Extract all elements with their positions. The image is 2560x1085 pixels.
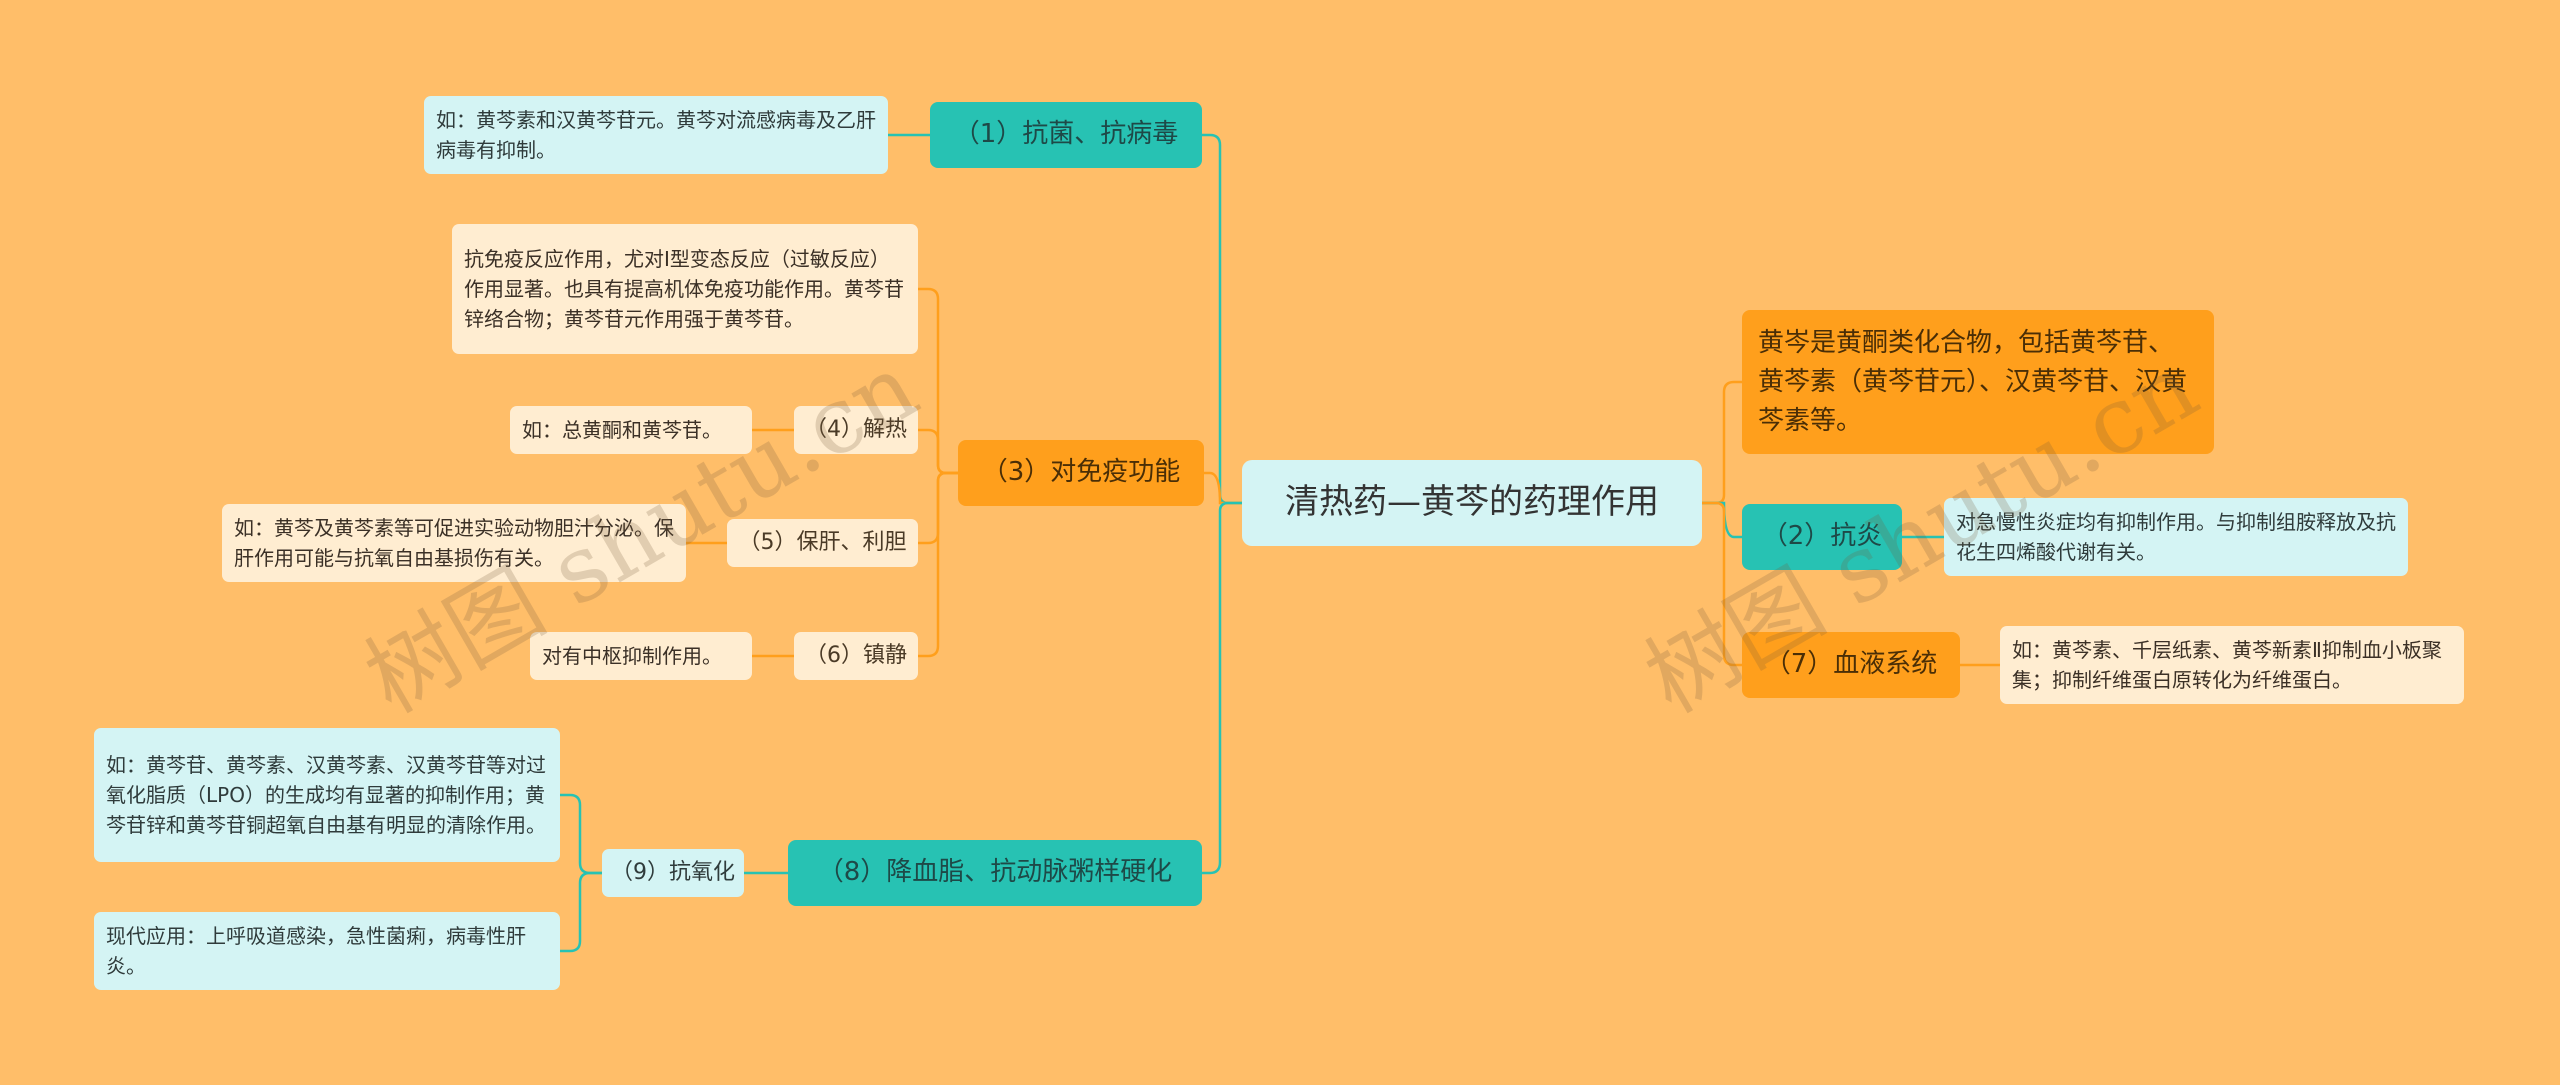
note-anti-inflammatory[interactable]: 对急慢性炎症均有抑制作用。与抑制组胺释放及抗花生四烯酸代谢有关。 — [1944, 498, 2408, 576]
note-antioxidant[interactable]: 如：黄芩苷、黄芩素、汉黄芩素、汉黄芩苷等对过氧化脂质（LPO）的生成均有显著的抑… — [94, 728, 560, 862]
sub-antipyretic[interactable]: （4）解热 — [794, 406, 918, 454]
link-s9-note2 — [558, 871, 604, 953]
link-root-b2 — [1700, 501, 1744, 539]
note-liver-gallbladder[interactable]: 如：黄芩及黄芩素等可促进实验动物胆汁分泌。保肝作用可能与抗氧自由基损伤有关。 — [222, 504, 686, 582]
branch-immune-function[interactable]: （3）对免疫功能 — [958, 440, 1204, 506]
note-blood-system[interactable]: 如：黄芩素、千层纸素、黄芩新素Ⅱ抑制血小板聚集；抑制纤维蛋白原转化为纤维蛋白。 — [2000, 626, 2464, 704]
link-root-b1 — [1200, 133, 1244, 505]
note-antibacterial-antiviral[interactable]: 如：黄芩素和汉黄芩苷元。黄芩对流感病毒及乙肝病毒有抑制。 — [424, 96, 888, 174]
link-root-b8 — [1200, 501, 1244, 875]
note-sedative[interactable]: 对有中枢抑制作用。 — [530, 632, 752, 680]
branch-lipid-lowering[interactable]: （8）降血脂、抗动脉粥样硬化 — [788, 840, 1202, 906]
branch-antibacterial-antiviral[interactable]: （1）抗菌、抗病毒 — [930, 102, 1202, 168]
link-root-b7 — [1700, 501, 1744, 667]
branch-blood-system[interactable]: （7）血液系统 — [1742, 632, 1960, 698]
link-s9-note1 — [558, 793, 604, 875]
link-b3-s6 — [916, 471, 960, 658]
root-topic[interactable]: 清热药—黄芩的药理作用 — [1242, 460, 1702, 546]
note-immune-function[interactable]: 抗免疫反应作用，尤对I型变态反应（过敏反应）作用显著。也具有提高机体免疫功能作用… — [452, 224, 918, 354]
link-root-b3 — [1202, 471, 1244, 505]
link-b3-s4 — [916, 428, 960, 475]
branch-anti-inflammatory[interactable]: （2）抗炎 — [1742, 504, 1902, 570]
sub-sedative[interactable]: （6）镇静 — [794, 632, 918, 680]
link-root-intro — [1700, 380, 1744, 505]
sub-antioxidant[interactable]: （9）抗氧化 — [602, 849, 744, 897]
note-antipyretic[interactable]: 如：总黄酮和黄芩苷。 — [510, 406, 752, 454]
intro-flavonoids[interactable]: 黄岑是黄酮类化合物，包括黄芩苷、黄芩素（黄芩苷元）、汉黄芩苷、汉黄芩素等。 — [1742, 310, 2214, 454]
sub-liver-gallbladder[interactable]: （5）保肝、利胆 — [727, 519, 918, 567]
note-modern-application[interactable]: 现代应用：上呼吸道感染，急性菌痢，病毒性肝炎。 — [94, 912, 560, 990]
